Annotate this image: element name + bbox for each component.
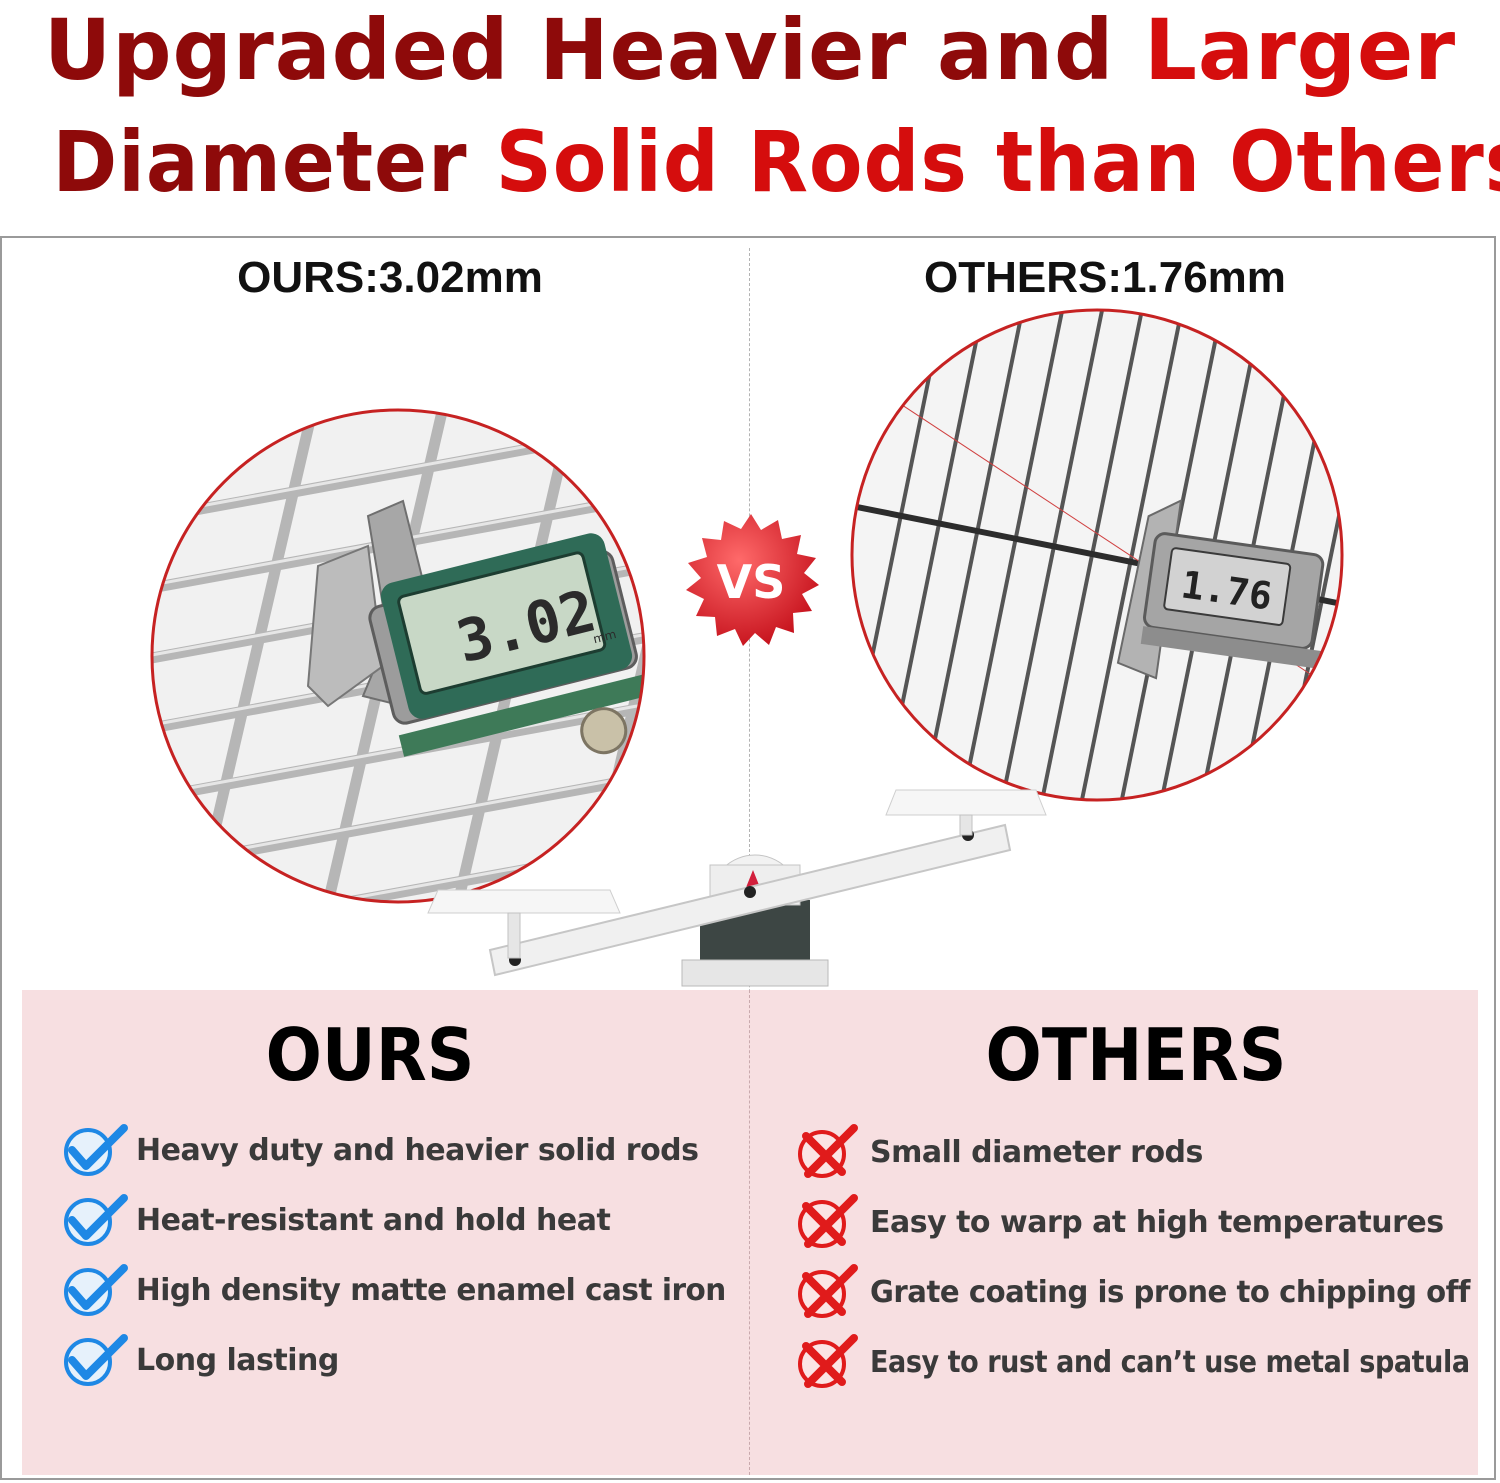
ours-item: Heat-resistant and hold heat (60, 1190, 611, 1250)
check-icon (64, 1334, 128, 1386)
others-item: Easy to rust and can’t use metal spatula (794, 1332, 1500, 1392)
headline-line-2: Diameter Solid Rods than Others (52, 112, 1500, 212)
cross-icon (798, 1334, 858, 1388)
headline-2-part-1: Diameter (52, 113, 496, 211)
others-item: Easy to warp at high temperatures (794, 1192, 1444, 1252)
ours-lcd-unit: mm (592, 627, 618, 646)
ours-measurement: OURS:3.02mm (237, 253, 543, 302)
headline-1-part-2: Larger (1144, 1, 1457, 99)
check-icon (64, 1264, 128, 1316)
headline-1-part-1: Upgraded Heavier and (43, 1, 1145, 99)
vs-badge: VS (686, 514, 819, 646)
comparison-panel (22, 990, 1478, 1475)
ours-item-text: Heavy duty and heavier solid rods (136, 1132, 699, 1168)
ours-caliper-photo: 3.02 mm (150, 408, 646, 904)
check-icon (64, 1124, 128, 1176)
panel-divider (749, 990, 750, 1475)
cross-icon (798, 1124, 858, 1178)
cross-icon (798, 1264, 858, 1318)
others-caliper-photo: 1.76 (850, 308, 1344, 802)
ours-item-text: High density matte enamel cast iron (136, 1272, 726, 1308)
others-item-text: Easy to rust and can’t use metal spatula (870, 1344, 1470, 1380)
ours-item: Heavy duty and heavier solid rods (60, 1120, 699, 1180)
ours-item: High density matte enamel cast iron (60, 1260, 736, 1320)
ours-item-text: Long lasting (136, 1342, 339, 1378)
ours-heading: OURS (265, 1013, 475, 1097)
seesaw-scale-illustration (427, 789, 1047, 987)
others-item-text: Easy to warp at high temperatures (870, 1204, 1444, 1240)
check-icon (64, 1194, 128, 1246)
others-item-text: Small diameter rods (870, 1134, 1203, 1170)
cross-icon (798, 1194, 858, 1248)
others-heading: OTHERS (985, 1013, 1287, 1097)
comparison-frame (0, 236, 1496, 1480)
headline-line-1: Upgraded Heavier and Larger (10, 0, 1490, 100)
others-item: Grate coating is prone to chipping off (794, 1262, 1488, 1322)
others-measurement: OTHERS:1.76mm (924, 253, 1286, 302)
headline-2-part-2: Solid Rods than Others (495, 113, 1500, 211)
others-item-text: Grate coating is prone to chipping off (870, 1274, 1470, 1310)
ours-item-text: Heat-resistant and hold heat (136, 1202, 611, 1238)
ours-item: Long lasting (60, 1330, 339, 1390)
vs-text: VS (717, 555, 786, 609)
others-item: Small diameter rods (794, 1122, 1203, 1182)
